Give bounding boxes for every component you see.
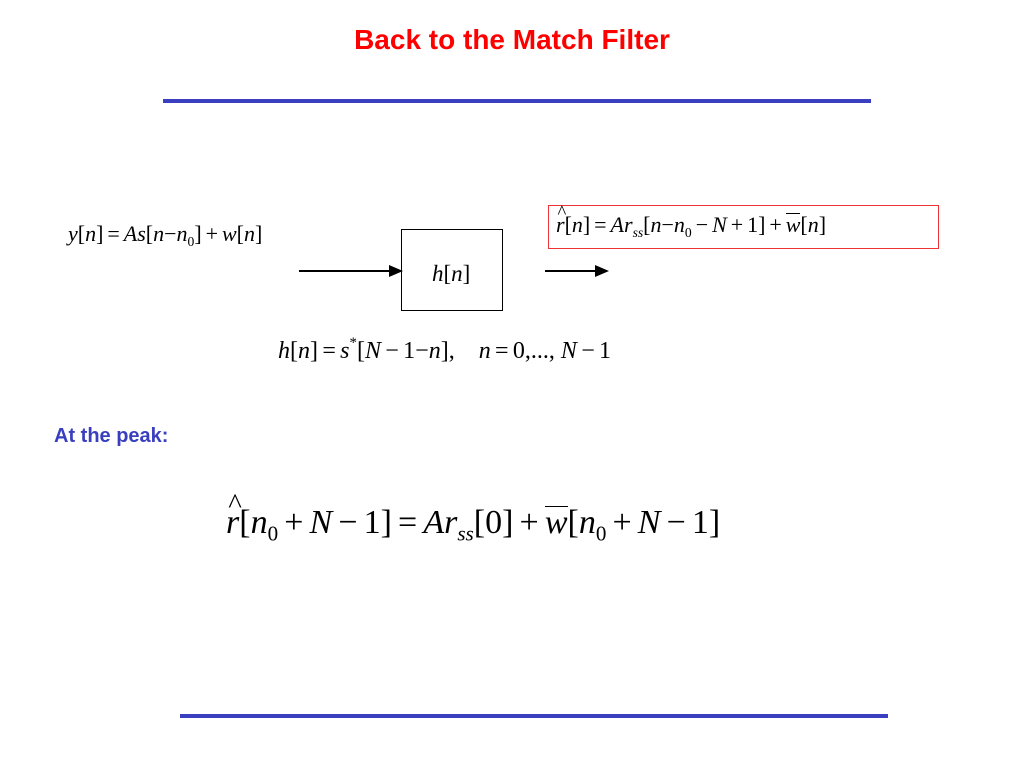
input-arrow-line <box>299 270 391 272</box>
input-arrow-head <box>389 265 403 277</box>
filter-block <box>401 229 503 311</box>
impulse-response-equation: h[n]=s*[N−1−n], n=0,..., N−1 <box>278 334 612 364</box>
output-arrow-line <box>545 270 597 272</box>
output-equation-highlight-box <box>548 205 939 249</box>
footer-rule <box>180 714 888 718</box>
filter-label: h[n] <box>432 261 471 286</box>
title-underline <box>163 99 871 103</box>
input-signal-equation: y[n]=As[n−n0]+w[n] <box>68 221 263 249</box>
at-the-peak-label: At the peak: <box>54 425 169 447</box>
slide-title: Back to the Match Filter <box>354 24 670 55</box>
output-arrow-head <box>595 265 609 277</box>
peak-output-equation: r[n0+N−1]=Arss[0]+w[n0+N−1] <box>226 490 720 544</box>
output-signal-equation: r[n]=Arss[n−n0−N+1]+w[n] <box>556 204 826 239</box>
